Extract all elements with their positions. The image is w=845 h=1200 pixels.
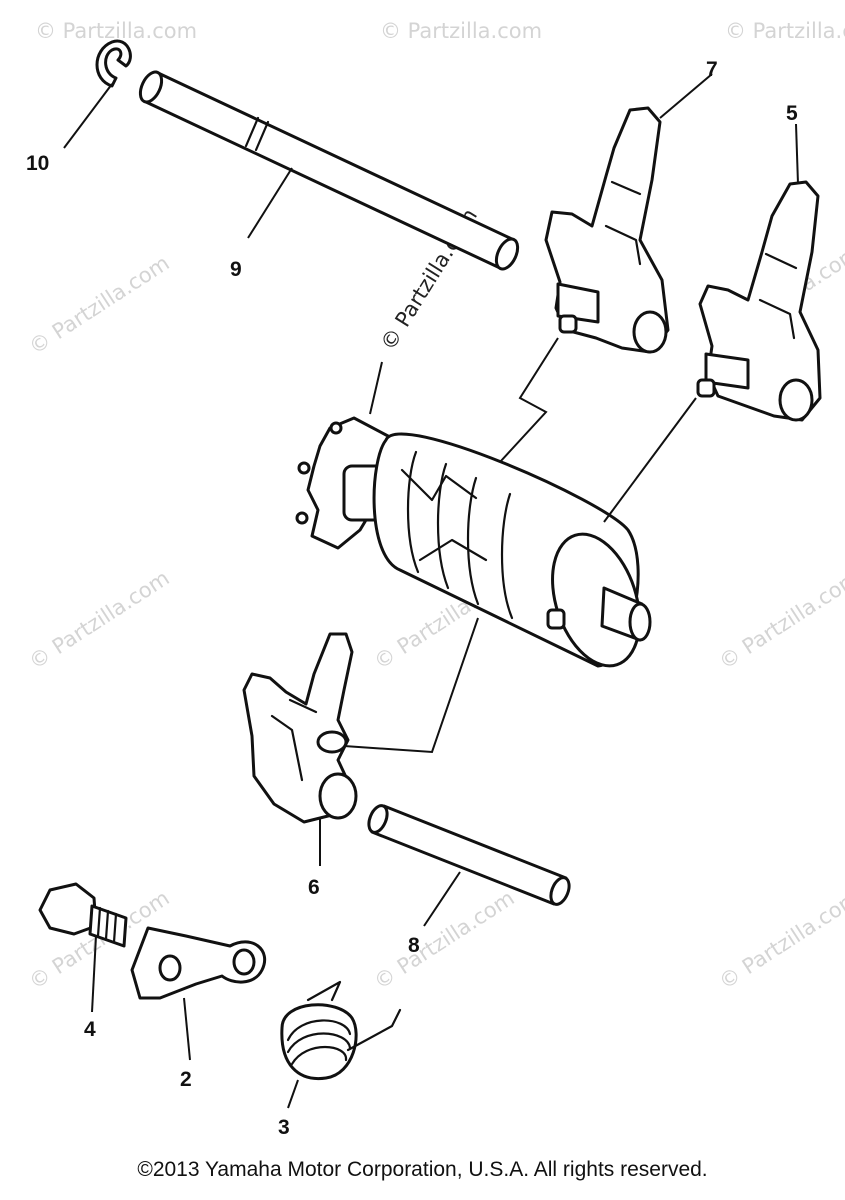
part-bolt[interactable] xyxy=(38,882,128,948)
callout-8: 8 xyxy=(408,934,420,957)
copyright-notice: ©2013 Yamaha Motor Corporation, U.S.A. A… xyxy=(137,1158,708,1181)
callout-9: 9 xyxy=(230,258,242,281)
callout-7: 7 xyxy=(706,58,718,81)
watermark: © Partzilla.com xyxy=(25,566,174,674)
callout-3: 3 xyxy=(278,1116,290,1139)
callout-6: 6 xyxy=(308,876,320,899)
part-shift-cam[interactable] xyxy=(295,416,655,677)
callout-2: 2 xyxy=(180,1068,192,1091)
part-shift-fork-6[interactable] xyxy=(242,632,358,824)
watermark: © Partzilla.com xyxy=(370,886,519,994)
part-shift-fork-5[interactable] xyxy=(696,180,822,422)
part-circlip[interactable] xyxy=(95,39,132,88)
watermark: © Partzilla.com xyxy=(715,886,845,994)
callout-4: 4 xyxy=(84,1018,96,1041)
watermark: © Partzilla.com xyxy=(35,19,197,43)
watermark: © Partzilla.com xyxy=(380,19,542,43)
watermark: © Partzilla.com xyxy=(715,566,845,674)
callout-10: 10 xyxy=(26,152,49,175)
watermark: © Partzilla.com xyxy=(25,251,174,359)
part-stopper-lever[interactable] xyxy=(130,926,267,1000)
callout-5: 5 xyxy=(786,102,798,125)
part-guide-bar-long[interactable] xyxy=(136,69,522,273)
part-guide-bar-short[interactable] xyxy=(365,803,572,907)
watermark: © Partzilla.com xyxy=(725,19,845,43)
callout-layer: 10 9 7 5 6 8 4 2 3 xyxy=(26,58,799,1139)
part-shift-fork-7[interactable] xyxy=(544,106,670,354)
part-spring[interactable] xyxy=(280,980,402,1081)
